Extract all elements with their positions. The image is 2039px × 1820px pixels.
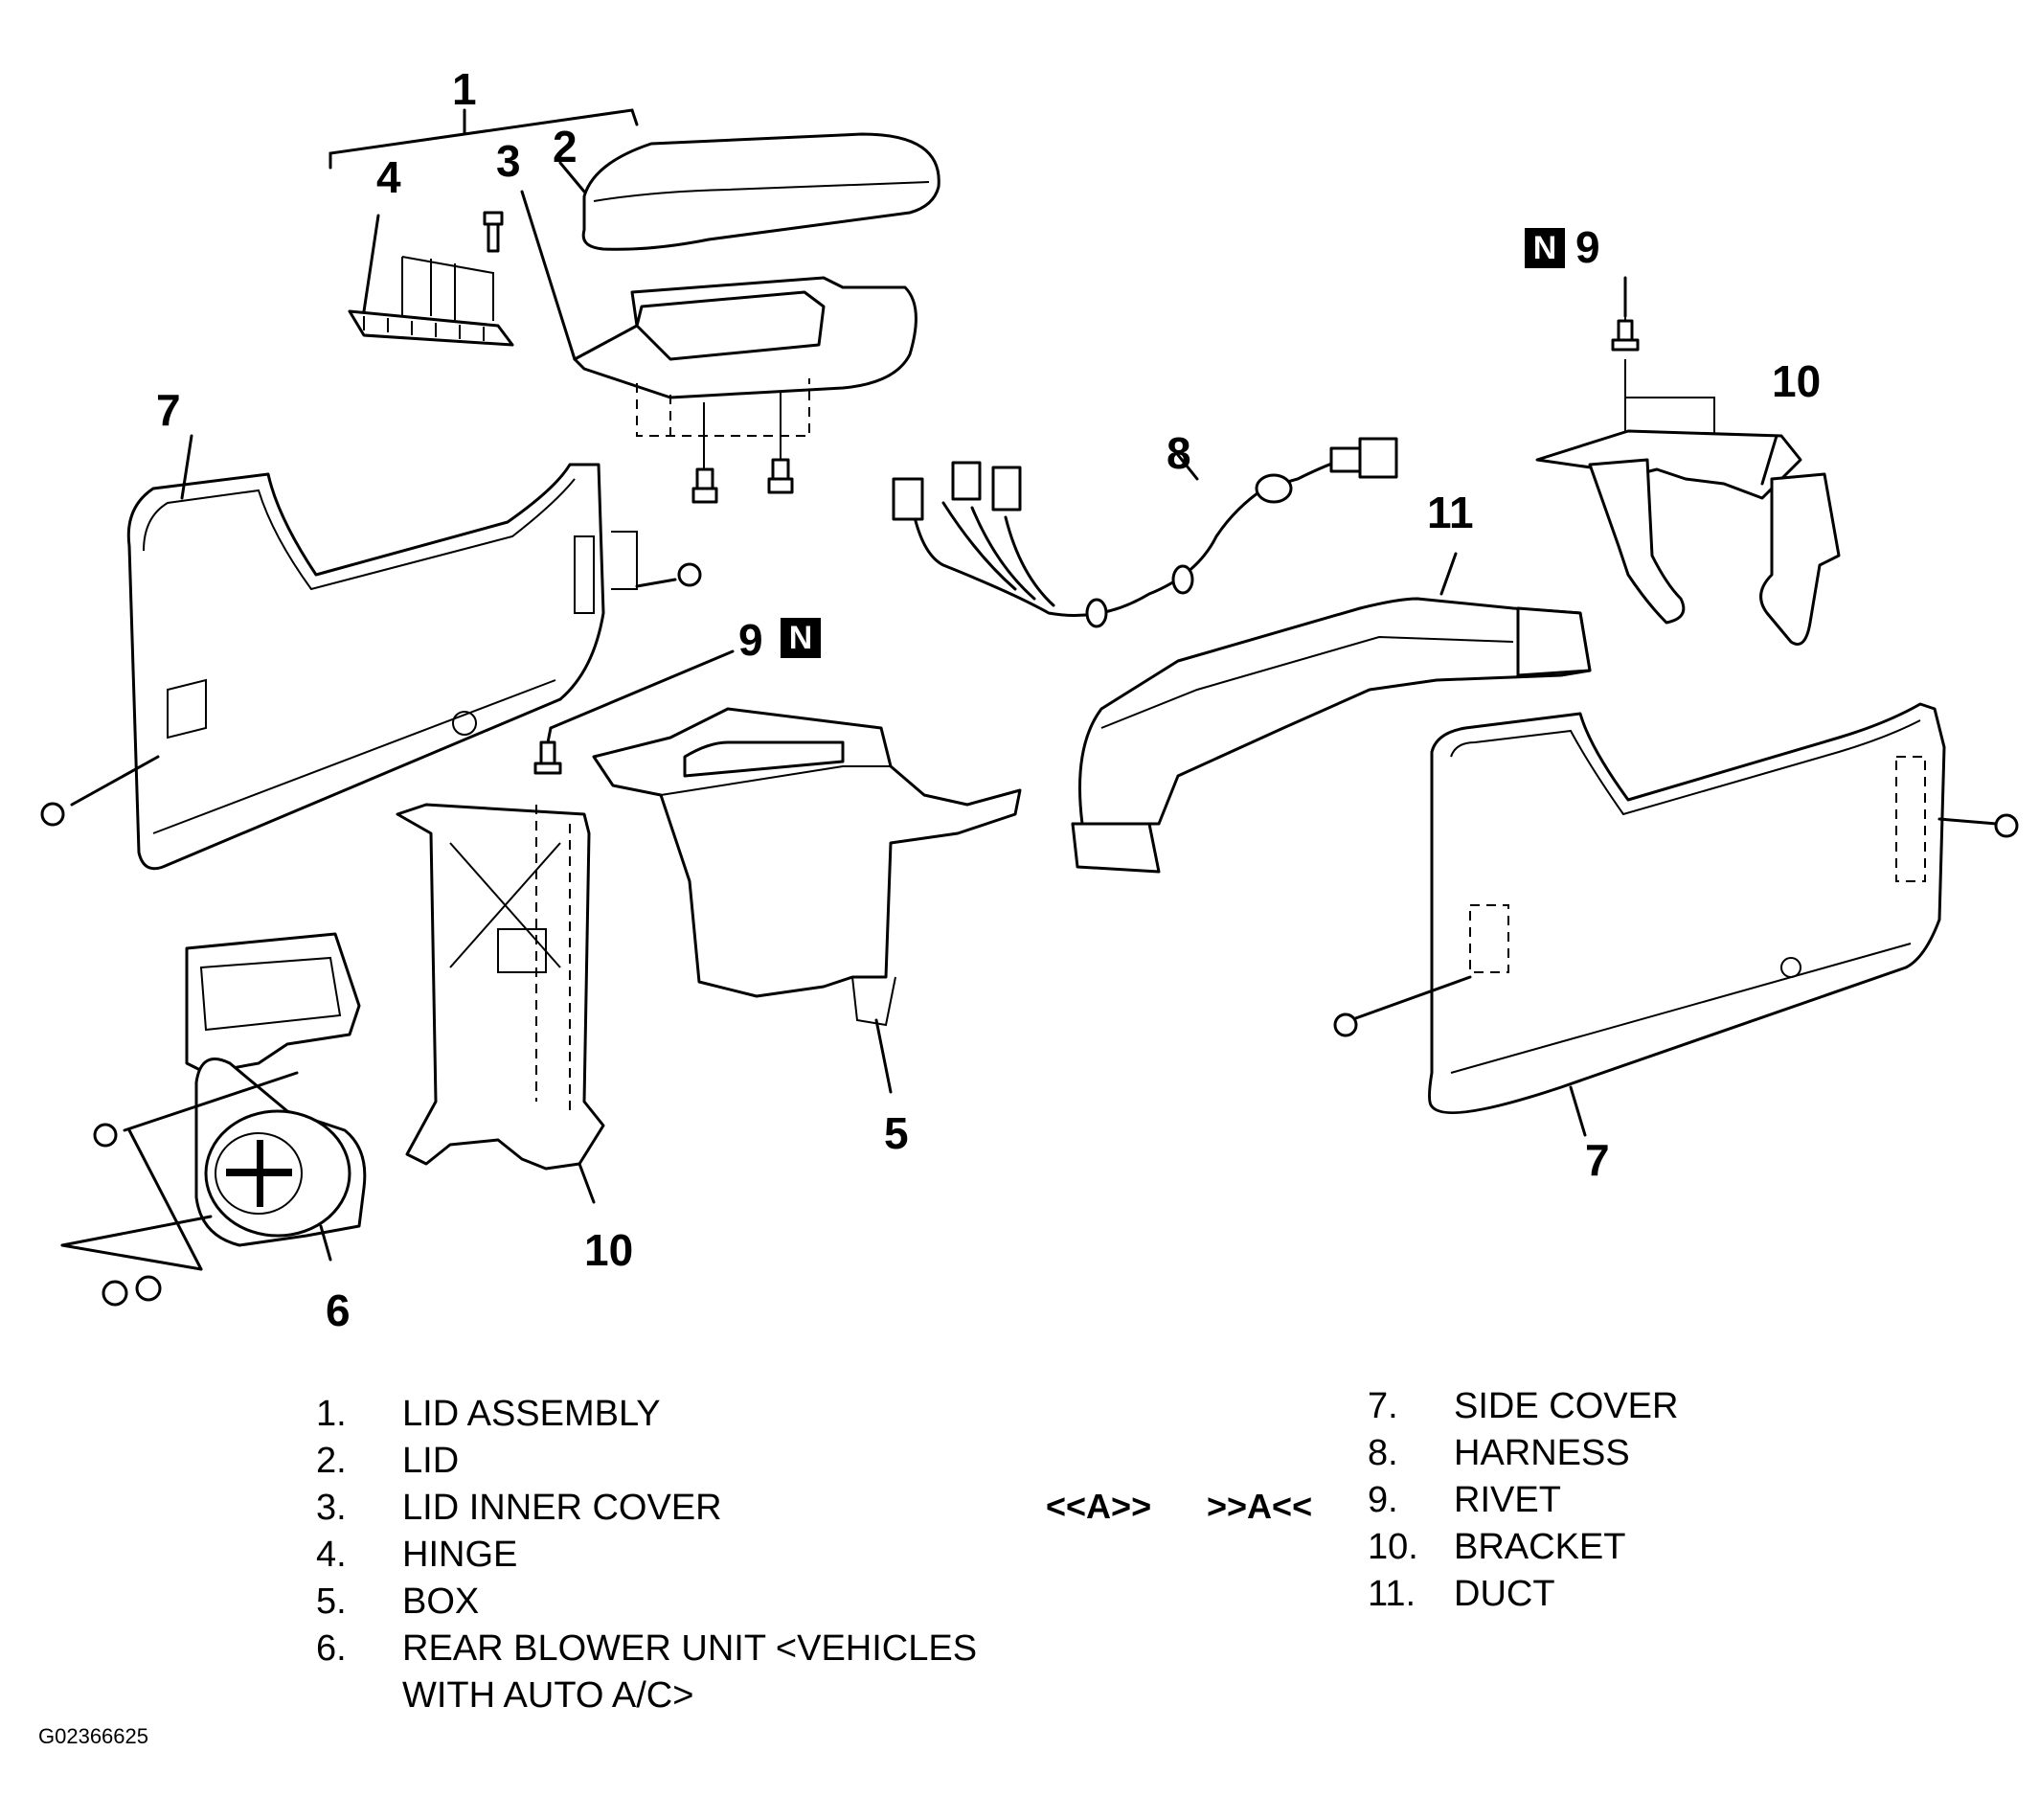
legend-label: REAR BLOWER UNIT <VEHICLES [402,1628,978,1669]
legend-number: 5. [316,1581,347,1622]
callout-rivet-top: 9 [1575,222,1600,272]
legend-number: 10. [1368,1527,1418,1567]
legend-label: HARNESS [1454,1433,1630,1473]
new-part-marker-top: N [1525,228,1565,268]
screw-lid-left [691,467,718,504]
callout-bracket-middle: 10 [584,1225,634,1275]
legend-label: DUCT [1454,1574,1555,1614]
legend-row: 1. LID ASSEMBLY [316,1394,977,1441]
legend-label: HINGE [402,1535,518,1575]
parts-legend-left: 1. LID ASSEMBLY 2. LID 3. LID INNER COVER 4… [316,1394,977,1722]
callout-side-cover-right: 7 [1585,1135,1610,1185]
legend-row: 10. BRACKET [1368,1527,1678,1574]
legend-row: 8. HARNESS [1368,1433,1678,1480]
legend-label: LID INNER COVER [402,1488,722,1528]
legend-label: LID [402,1441,460,1481]
rivet-top [1611,276,1640,352]
rivet-middle [533,649,735,775]
legend-row: 4. HINGE [316,1535,977,1581]
figure-id: G02366625 [38,1724,148,1748]
side-cover-right [1333,702,2019,1137]
legend-row: 3. LID INNER COVER [316,1488,977,1535]
legend-number: 11. [1368,1574,1416,1614]
legend-row: 2. LID [316,1441,977,1488]
legend-number: 6. [316,1628,347,1669]
callout-box: 5 [884,1108,909,1158]
legend-row: 7. SIDE COVER [1368,1386,1678,1433]
screw-lid-right [767,458,794,494]
callout-bracket-top: 10 [1772,356,1822,406]
legend-row: 5. BOX [316,1581,977,1628]
lid-inner-cover [520,190,918,469]
legend-label: BOX [402,1581,480,1622]
legend-label: WITH AUTO A/C> [402,1675,694,1716]
lid-assembly-bracket [329,108,639,170]
legend-number: 8. [1368,1433,1398,1473]
callout-lid-inner-cover: 3 [496,136,521,186]
legend-row: 6. REAR BLOWER UNIT <VEHICLES [316,1628,977,1675]
legend-number: 3. [316,1488,347,1528]
legend-label: RIVET [1454,1480,1561,1520]
legend-number: 4. [316,1535,347,1575]
rear-blower-unit [60,932,367,1307]
bracket-top [1535,359,1841,646]
legend-number: 7. [1368,1386,1398,1426]
legend-row: 11. DUCT [1368,1574,1678,1621]
legend-label: BRACKET [1454,1527,1626,1567]
callout-lid: 2 [553,122,578,171]
parts-legend-right: 7. SIDE COVER 8. HARNESS 9. RIVET 10. BRACKE… [1368,1386,1678,1621]
legend-number: 2. [316,1441,347,1481]
legend-label: LID ASSEMBLY [402,1394,661,1434]
legend-row: WITH AUTO A/C> [316,1675,977,1722]
harness [892,437,1398,628]
callout-rivet-middle: 9 [738,615,763,665]
callout-lid-assembly: 1 [452,64,477,114]
hinge [348,211,514,347]
legend-number: 9. [1368,1480,1398,1520]
legend-label: SIDE COVER [1454,1386,1679,1426]
callout-hinge: 4 [376,152,401,202]
callout-side-cover-left: 7 [156,385,181,435]
callout-harness: 8 [1167,428,1191,478]
installation-step-marker: >>A<< [1207,1487,1313,1526]
legend-number: 1. [316,1394,347,1434]
callout-rear-blower-unit: 6 [326,1285,351,1335]
side-cover-left [40,434,702,871]
bracket-middle [396,803,605,1204]
callout-duct: 11 [1427,488,1474,537]
duct [1071,552,1592,874]
new-part-marker-middle: N [781,618,821,658]
lid [558,132,940,251]
legend-row: 9. RIVET [1368,1480,1678,1527]
box [592,707,1022,1094]
removal-step-marker: <<A>> [1046,1487,1152,1526]
